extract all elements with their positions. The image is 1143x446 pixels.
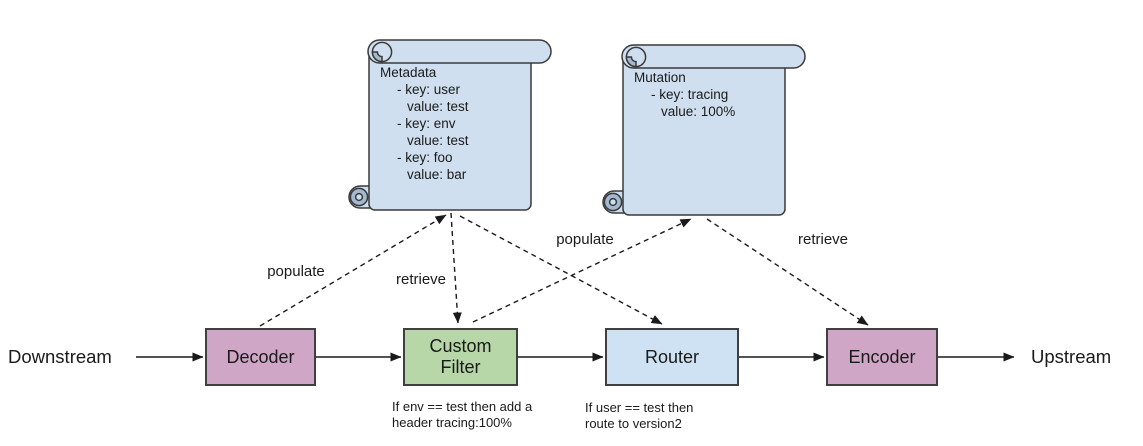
mutation-scroll-text: Mutation - key: tracing value: 100% <box>634 69 735 120</box>
scroll-line: value: 100% <box>661 104 736 119</box>
scroll-line: value: bar <box>407 167 467 182</box>
scroll-line: - key: env <box>397 116 456 131</box>
edge-label-populate-right: populate <box>556 231 614 248</box>
scroll-title: Mutation <box>634 70 686 85</box>
node-label: Router <box>644 346 700 367</box>
node-decoder: Decoder <box>205 328 316 386</box>
scroll-title: Metadata <box>380 65 437 80</box>
router-caption: If user == test then route to version2 <box>585 400 694 431</box>
edge-label-retrieve-right: retrieve <box>797 231 849 248</box>
custom-filter-caption: If env == test then add a header tracing… <box>392 399 533 430</box>
node-custom-filter: Custom Filter <box>403 328 518 386</box>
scroll-line: - key: tracing <box>651 87 729 102</box>
downstream-label: Downstream <box>8 346 112 367</box>
edge-metadata-to-custom-filter <box>450 212 462 324</box>
edge-label-populate-left: populate <box>267 263 325 280</box>
node-encoder: Encoder <box>826 328 938 386</box>
scroll-line: - key: user <box>397 82 461 97</box>
node-label: Decoder <box>226 346 295 367</box>
edge-label-retrieve-left: retrieve <box>395 271 447 288</box>
scroll-line: value: test <box>407 99 469 114</box>
edge-decoder-to-metadata <box>259 214 447 327</box>
scroll-line: value: test <box>407 133 469 148</box>
node-label: Custom Filter <box>429 336 492 377</box>
scroll-line: - key: foo <box>397 150 453 165</box>
metadata-scroll-text: Metadata - key: user value: test - key: … <box>380 64 469 183</box>
node-label: Encoder <box>848 346 916 367</box>
node-router: Router <box>605 328 739 386</box>
edge-metadata-to-router <box>459 215 663 325</box>
edge-custom-filter-to-mutation <box>472 218 692 323</box>
upstream-label: Upstream <box>1031 346 1112 367</box>
